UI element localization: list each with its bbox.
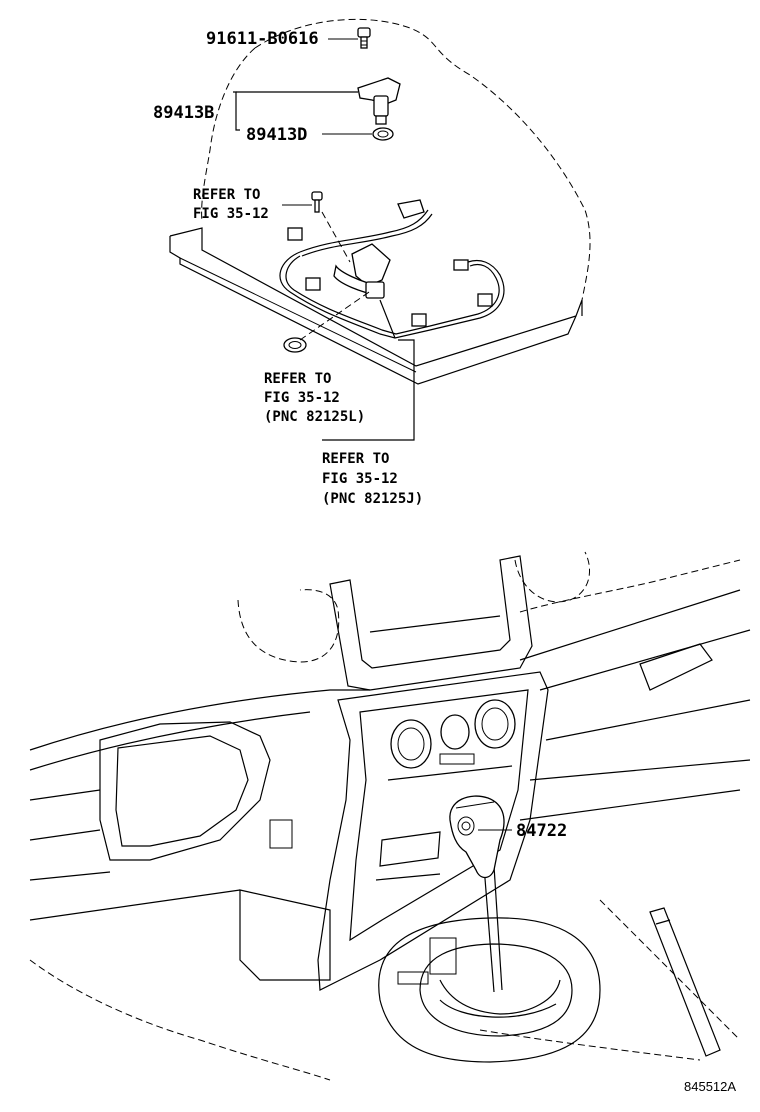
wire-harness	[279, 199, 505, 339]
figure-id: 845512A	[684, 1079, 736, 1094]
o-ring-part	[283, 337, 307, 353]
label-refer-low-line1: REFER TO	[322, 451, 389, 467]
label-refer-mid-line3: (PNC 82125L)	[264, 409, 365, 425]
base-plate-edge	[169, 236, 577, 385]
label-refer-upper-line1: REFER TO	[193, 187, 260, 203]
label-refer-mid-line1: REFER TO	[264, 371, 331, 387]
speed-sensor-part	[357, 77, 401, 125]
label-refer-upper-line2: FIG 35-12	[193, 206, 269, 222]
housing-phantom-outline	[254, 18, 591, 301]
shift-knob-part	[449, 795, 505, 879]
label-bolt-91611-b0616: 91611-B0616	[206, 29, 319, 49]
label-refer-mid-line2: FIG 35-12	[264, 390, 340, 406]
hvac-dial-center	[440, 714, 470, 750]
label-refer-low-line2: FIG 35-12	[322, 471, 398, 487]
hvac-dial-right	[474, 699, 516, 749]
washer-part	[372, 127, 394, 141]
base-plate	[169, 227, 583, 367]
bolt-part	[357, 27, 371, 49]
hvac-dial-left	[390, 719, 432, 769]
installed-sensor	[333, 243, 391, 299]
housing-phantom-left	[201, 47, 256, 223]
dashboard-assembly: 84722	[29, 551, 751, 1081]
harness-bolt	[311, 191, 323, 213]
base-plate-inner	[179, 257, 417, 373]
label-shift-knob-84722: 84722	[516, 821, 567, 841]
upper-assembly: 91611-B0616 89413B 89413D REFER TO FIG 3…	[153, 18, 591, 507]
label-sensor-89413b: 89413B	[153, 103, 214, 123]
label-refer-low-line3: (PNC 82125J)	[322, 491, 423, 507]
label-washer-89413d: 89413D	[246, 125, 307, 145]
